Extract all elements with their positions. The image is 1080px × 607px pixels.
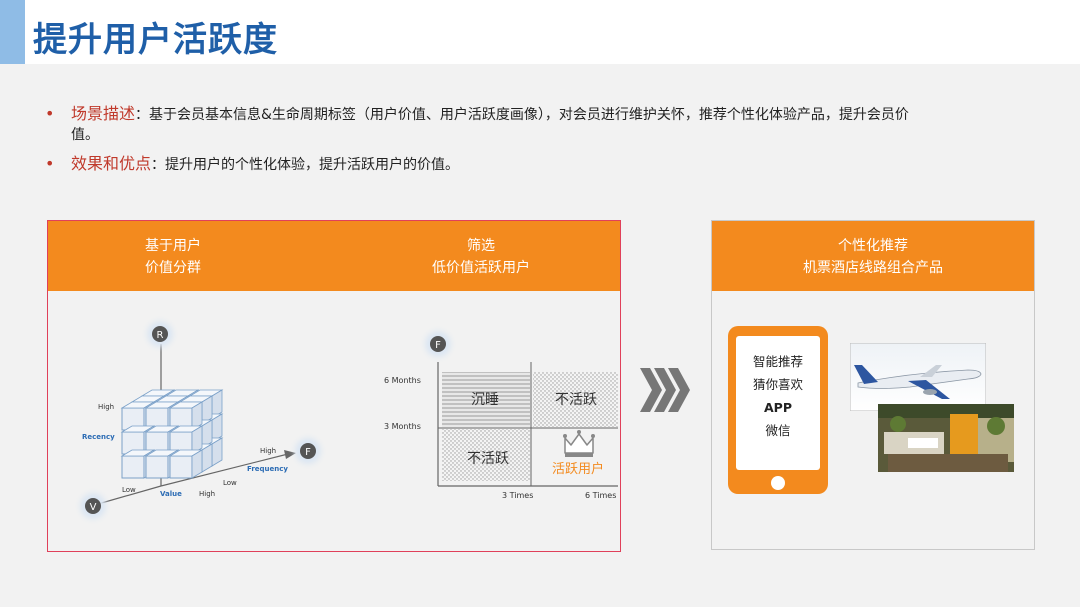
title-band bbox=[0, 0, 1080, 64]
bullet-dot: • bbox=[45, 154, 55, 173]
quadrant-label-dormant: 沉睡 bbox=[471, 392, 499, 408]
recommendation-panel-header: 个性化推荐 机票酒店线路组合产品 bbox=[712, 221, 1034, 291]
y-tick-6-months: 6 Months bbox=[384, 376, 421, 385]
v-high-label: High bbox=[199, 490, 215, 498]
header-line: 筛选 bbox=[467, 238, 495, 254]
f-axis-letter: F bbox=[305, 447, 311, 458]
phone-home-button bbox=[771, 476, 785, 490]
rf-matrix-diagram: F R 6 Months 3 Months 3 Times 6 Times 沉睡… bbox=[384, 331, 618, 500]
chevron-right-icon bbox=[640, 368, 690, 412]
r-axis-letter: R bbox=[157, 330, 164, 341]
f-high-label: High bbox=[260, 447, 276, 455]
bullet-scene: • 场景描述：基于会员基本信息&生命周期标签（用户价值、用户活跃度画像），对会员… bbox=[45, 104, 925, 145]
cube-cell bbox=[168, 449, 204, 479]
cube-cells bbox=[120, 389, 224, 479]
quadrant-label-inactive: 不活跃 bbox=[555, 392, 597, 408]
hotel-photo bbox=[878, 404, 1014, 472]
x-tick-3-times: 3 Times bbox=[502, 491, 533, 500]
bullet-benefit: • 效果和优点：提升用户的个性化体验，提升活跃用户的价值。 bbox=[45, 154, 925, 175]
bullet-label: 场景描述 bbox=[71, 104, 136, 123]
phone-line: 智能推荐 bbox=[752, 354, 803, 369]
v-axis-line bbox=[97, 485, 162, 505]
phone-screen: 智能推荐 猜你喜欢 APP 微信 bbox=[736, 336, 820, 470]
header-recommendation: 个性化推荐 机票酒店线路组合产品 bbox=[712, 235, 1034, 279]
f-axis-line bbox=[160, 453, 289, 487]
f-axis-arrow bbox=[284, 450, 296, 459]
r-high-label: High bbox=[98, 403, 114, 411]
f-low-label: Low bbox=[223, 479, 237, 487]
v-axis-letter: V bbox=[90, 502, 97, 513]
header-value-grouping: 基于用户 价值分群 bbox=[113, 235, 233, 279]
r-axis-badge: R bbox=[147, 321, 173, 347]
header-line: 价值分群 bbox=[145, 260, 201, 276]
value-label: Value bbox=[160, 490, 182, 498]
recency-label: Recency bbox=[82, 433, 115, 441]
quadrant-label-active: 活跃用户 bbox=[552, 461, 604, 477]
bullet-list: • 场景描述：基于会员基本信息&生命周期标签（用户价值、用户活跃度画像），对会员… bbox=[45, 104, 925, 184]
rfm-cube-diagram: R F V High Recency High Frequency Low Va… bbox=[80, 321, 321, 519]
phone-line: 猜你喜欢 bbox=[752, 377, 803, 392]
bullet-label: 效果和优点 bbox=[71, 154, 152, 173]
header-line: 个性化推荐 bbox=[838, 238, 908, 254]
v-axis-badge: V bbox=[80, 493, 106, 519]
header-line: 机票酒店线路组合产品 bbox=[803, 260, 943, 276]
bullet-text: 提升用户的个性化体验，提升活跃用户的价值。 bbox=[165, 157, 460, 173]
segmentation-panel: 基于用户 价值分群 筛选 低价值活跃用户 R F bbox=[47, 220, 621, 552]
header-filter: 筛选 低价值活跃用户 bbox=[406, 235, 556, 279]
quadrant-dormant bbox=[442, 372, 530, 427]
segmentation-panel-header: 基于用户 价值分群 筛选 低价值活跃用户 bbox=[48, 221, 620, 291]
page-title: 提升用户活跃度 bbox=[33, 20, 278, 60]
phone-mockup: 智能推荐 猜你喜欢 APP 微信 bbox=[728, 326, 828, 494]
title-accent-bar bbox=[0, 0, 25, 64]
phone-line: APP bbox=[764, 400, 792, 415]
quadrant-label-inactive: 不活跃 bbox=[467, 451, 509, 467]
f-axis-badge: F bbox=[295, 438, 321, 464]
y-tick-3-months: 3 Months bbox=[384, 422, 421, 431]
frequency-label: Frequency bbox=[247, 465, 288, 473]
f-axis-letter: F bbox=[435, 340, 441, 351]
bullet-dot: • bbox=[45, 104, 55, 123]
airplane-photo bbox=[850, 343, 986, 411]
bullet-separator: ： bbox=[151, 157, 166, 173]
v-low-label: Low bbox=[122, 486, 136, 494]
header-line: 低价值活跃用户 bbox=[432, 260, 530, 276]
phone-line: 微信 bbox=[765, 423, 791, 438]
header-line: 基于用户 bbox=[145, 238, 201, 254]
bullet-separator: ： bbox=[135, 107, 150, 123]
quadrant-inactive-bottom bbox=[442, 429, 530, 481]
f-axis-badge: F bbox=[425, 331, 451, 357]
quadrant-inactive-top bbox=[533, 372, 618, 427]
x-tick-6-times: 6 Times bbox=[585, 491, 616, 500]
crown-icon bbox=[563, 430, 595, 457]
cube-cell bbox=[168, 425, 204, 455]
bullet-text: 基于会员基本信息&生命周期标签（用户价值、用户活跃度画像），对会员进行维护关怀，… bbox=[71, 107, 909, 143]
